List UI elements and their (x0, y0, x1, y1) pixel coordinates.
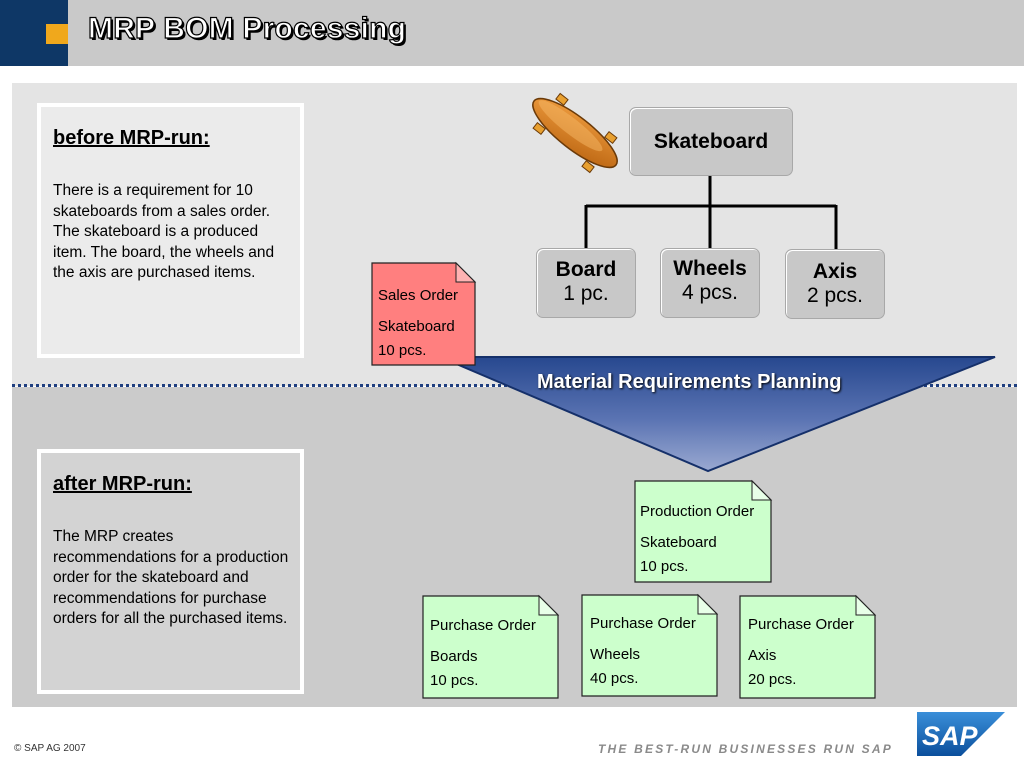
footer-tagline: THE BEST-RUN BUSINESSES RUN SAP (598, 742, 893, 756)
order-type: Purchase Order (590, 615, 696, 632)
header-accent-square (46, 24, 68, 44)
before-info-box: before MRP-run: There is a requirement f… (37, 103, 304, 358)
bom-node-qty: 2 pcs. (806, 284, 864, 307)
purchase-order-note-axis (739, 594, 877, 699)
sales-order-text: Sales Order Skateboard 10 pcs. (372, 263, 472, 363)
purchase-order-axis-text: Purchase Order Axis 20 pcs. (742, 596, 872, 696)
order-item: Wheels (590, 646, 641, 663)
bom-node-name: Board (555, 258, 617, 281)
sap-logo: SAP (917, 712, 1005, 756)
order-item: Skateboard (378, 318, 455, 335)
mrp-funnel (439, 356, 996, 473)
skateboard-icon (532, 92, 618, 174)
after-text: The MRP creates recommendations for a pr… (53, 528, 289, 628)
after-info-box: after MRP-run: The MRP creates recommend… (37, 449, 304, 694)
order-qty: 20 pcs. (748, 671, 797, 688)
order-item: Boards (430, 648, 478, 665)
header-band (68, 0, 1024, 66)
copyright-text: © SAP AG 2007 (14, 743, 86, 754)
sales-order-note (371, 261, 477, 366)
order-type: Purchase Order (748, 616, 854, 633)
before-text: There is a requirement for 10 skateboard… (53, 182, 275, 282)
order-qty: 10 pcs. (640, 558, 689, 575)
purchase-order-wheels-text: Purchase Order Wheels 40 pcs. (584, 595, 714, 695)
purchase-order-note-boards (422, 594, 560, 699)
order-type: Sales Order (378, 287, 459, 304)
purchase-order-boards-text: Purchase Order Boards 10 pcs. (424, 596, 554, 696)
order-item: Skateboard (640, 534, 717, 551)
bom-connectors (584, 174, 838, 249)
bom-node-name: Axis (812, 260, 858, 283)
bom-node-qty: 4 pcs. (681, 281, 739, 304)
page-title: MRP BOM Processing (87, 11, 407, 45)
bom-node-axis: Axis 2 pcs. (785, 249, 885, 319)
production-order-note (634, 479, 773, 583)
bom-node-board: Board 1 pc. (536, 248, 636, 318)
sap-logo-text: SAP (922, 721, 979, 751)
bom-root-skateboard: Skateboard (629, 107, 793, 176)
production-order-text: Production Order Skateboard 10 pcs. (634, 481, 769, 581)
after-heading: after MRP-run: (53, 473, 192, 495)
bom-node-qty: 1 pc. (563, 282, 609, 305)
order-item: Axis (748, 647, 777, 664)
bom-node-name: Wheels (673, 257, 747, 280)
order-qty: 10 pcs. (378, 342, 427, 359)
order-type: Production Order (640, 503, 755, 520)
order-type: Purchase Order (430, 617, 536, 634)
purchase-order-note-wheels (581, 593, 719, 697)
before-heading: before MRP-run: (53, 127, 210, 149)
order-qty: 40 pcs. (590, 670, 639, 687)
bom-node-wheels: Wheels 4 pcs. (660, 248, 760, 318)
order-qty: 10 pcs. (430, 672, 479, 689)
mrp-label: Material Requirements Planning (537, 371, 842, 393)
